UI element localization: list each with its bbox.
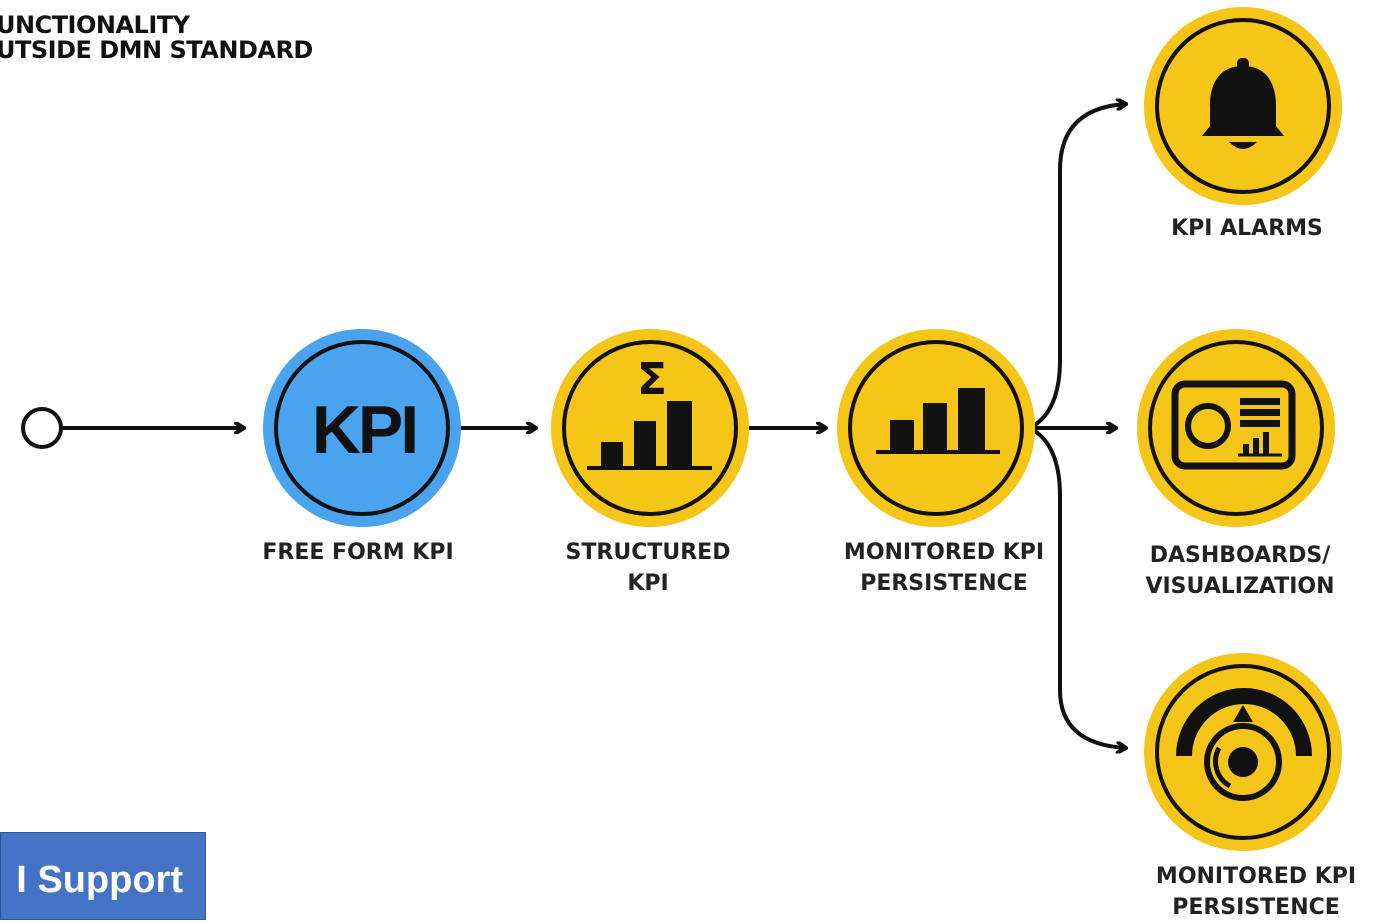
flow-arrows xyxy=(59,104,1128,748)
bell-icon xyxy=(1202,58,1284,149)
label-dashboards-visualization: DASHBOARDS/ VISUALIZATION xyxy=(1145,540,1334,602)
label-structured-kpi: STRUCTURED KPI xyxy=(566,537,731,599)
label-line: KPI xyxy=(627,571,669,596)
header-line-1: UNCTIONALITY xyxy=(0,11,190,39)
label-line: FREE FORM KPI xyxy=(262,540,454,565)
kpi-text-icon: KPI xyxy=(312,392,416,468)
label-monitored-kpi-persistence: MONITORED KPI PERSISTENCE xyxy=(844,537,1044,599)
node-monitored-kpi-persistence xyxy=(837,329,1035,527)
label-line: KPI ALARMS xyxy=(1171,216,1323,241)
label-line: PERSISTENCE xyxy=(1172,895,1340,920)
label-kpi-alarms: KPI ALARMS xyxy=(1171,213,1323,244)
label-line: DASHBOARDS/ xyxy=(1149,543,1331,568)
label-monitored-kpi-persistence-output: MONITORED KPI PERSISTENCE xyxy=(1156,861,1356,923)
node-kpi-alarms xyxy=(1144,7,1342,205)
node-monitored-kpi-persistence-output xyxy=(1144,653,1342,851)
arrow-monitored-to-alarms xyxy=(1028,104,1128,430)
label-line: STRUCTURED xyxy=(565,540,731,565)
start-node xyxy=(21,407,63,449)
support-badge-text: I Support xyxy=(16,859,183,901)
label-line: MONITORED KPI xyxy=(843,540,1045,565)
header-line-2: UTSIDE DMN STANDARD xyxy=(0,36,313,64)
node-structured-kpi: Σ xyxy=(551,329,749,527)
bar-chart-icon xyxy=(876,388,1000,454)
dashboard-icon xyxy=(1171,380,1296,470)
node-free-form-kpi: KPI xyxy=(263,329,461,527)
node-dashboards-visualization xyxy=(1137,329,1335,527)
arrow-monitored-to-monitored-out xyxy=(1028,426,1128,748)
svg-text:Σ: Σ xyxy=(637,354,667,405)
support-badge: I Support xyxy=(0,832,206,920)
sigma-bar-chart-icon: Σ xyxy=(587,354,712,470)
gauge-target-icon xyxy=(1176,688,1312,801)
label-line: VISUALIZATION xyxy=(1145,574,1335,599)
label-line: PERSISTENCE xyxy=(860,571,1028,596)
label-free-form-kpi: FREE FORM KPI xyxy=(262,537,453,568)
label-line: MONITORED KPI xyxy=(1155,864,1357,889)
